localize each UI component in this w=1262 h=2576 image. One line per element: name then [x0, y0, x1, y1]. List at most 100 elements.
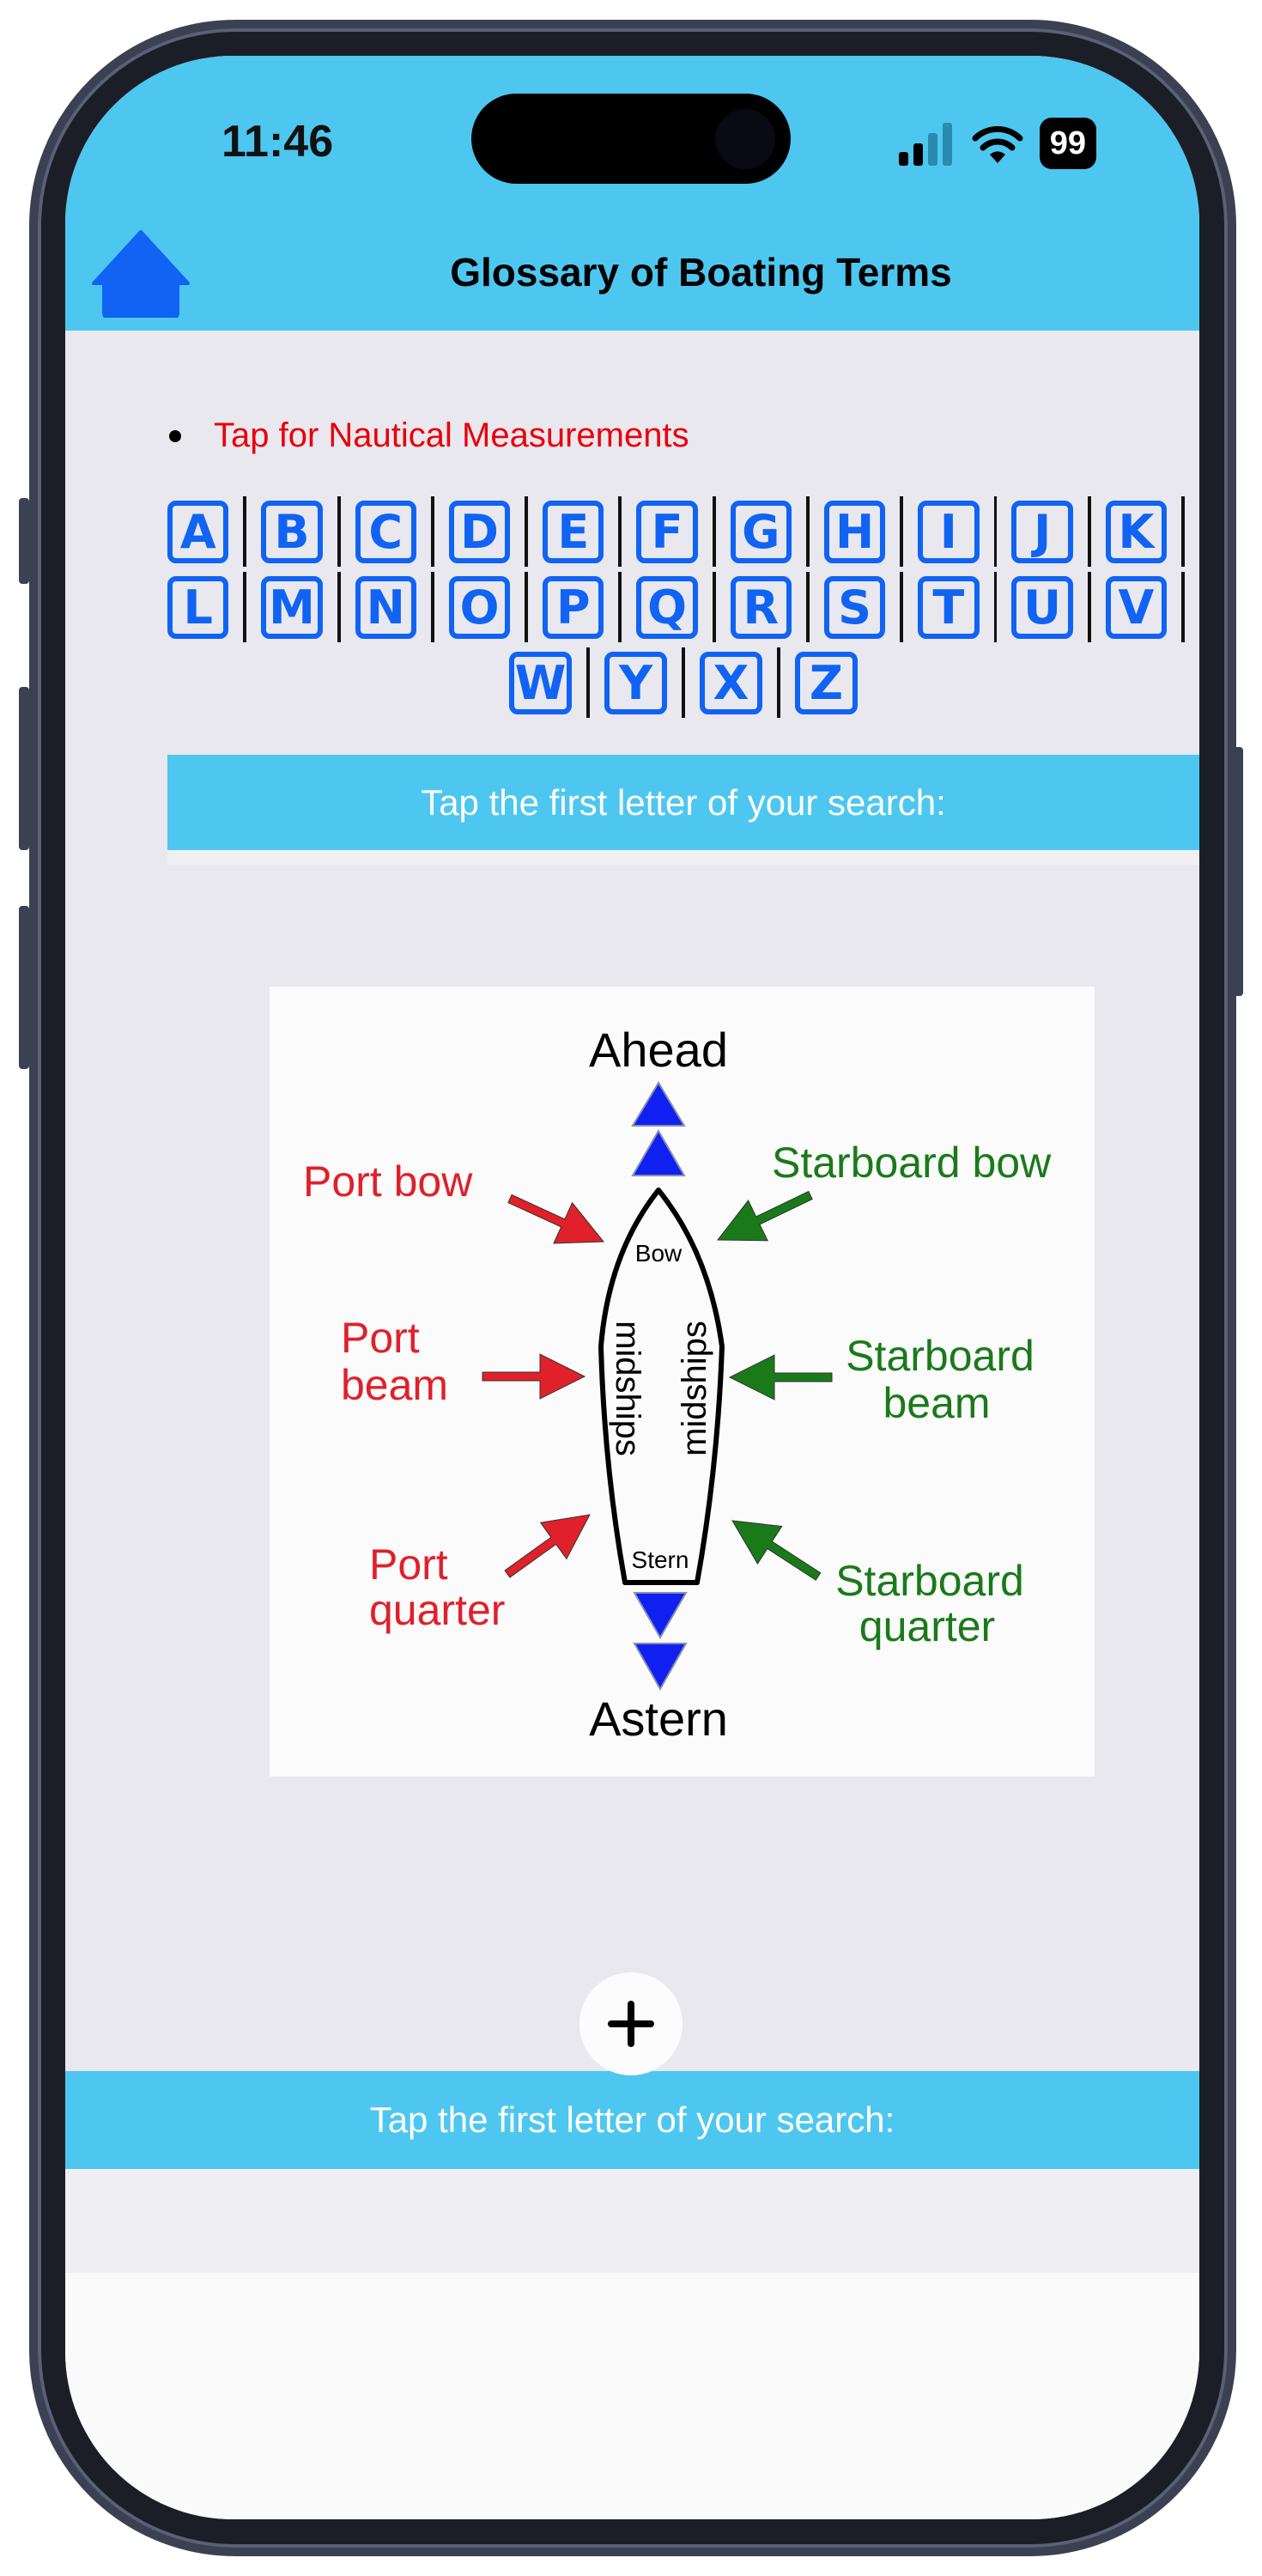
separator [586, 647, 590, 718]
separator [618, 572, 622, 642]
letter-button-h[interactable]: H [823, 500, 886, 563]
separator [806, 496, 810, 567]
letter-button-f[interactable]: F [636, 500, 698, 563]
letter-button-r[interactable]: R [730, 575, 792, 639]
separator [243, 572, 247, 642]
dynamic-island [471, 94, 791, 184]
stern-label: Stern [632, 1546, 689, 1573]
home-icon[interactable] [92, 230, 191, 318]
status-icons: 99 [898, 118, 1096, 169]
port-beam-label: Port [341, 1314, 420, 1362]
separator [993, 496, 998, 567]
ahead-label: Ahead [589, 1023, 728, 1077]
battery-icon: 99 [1039, 118, 1096, 169]
port-quarter-label: quarter [369, 1586, 505, 1634]
page-title: Glossary of Boating Terms [450, 250, 952, 295]
separator [243, 496, 247, 567]
separator [1181, 572, 1185, 642]
astern-label: Astern [589, 1692, 728, 1746]
letter-button-m[interactable]: M [261, 575, 323, 639]
port-beam-arrow-icon [482, 1353, 586, 1400]
measurements-link[interactable]: Tap for Nautical Measurements [214, 416, 689, 454]
letter-button-n[interactable]: N [355, 575, 416, 639]
volume-up-button [19, 687, 29, 850]
separator [337, 572, 341, 642]
letter-button-z[interactable]: Z [795, 651, 858, 714]
port-bow-label: Port bow [303, 1157, 473, 1206]
down-triangle-icon [633, 1592, 688, 1640]
separator [900, 496, 904, 567]
letter-button-p[interactable]: P [543, 575, 604, 639]
wifi-icon [972, 125, 1023, 163]
power-button [1233, 747, 1243, 996]
letter-button-i[interactable]: I [918, 500, 980, 563]
port-beam-label: beam [341, 1361, 448, 1409]
up-triangle-icon [631, 1081, 686, 1127]
letter-button-t[interactable]: T [918, 575, 980, 639]
separator [1087, 496, 1091, 567]
starboard-bow-arrow-icon [716, 1190, 813, 1242]
letter-button-u[interactable]: U [1011, 575, 1073, 639]
starboard-quarter-arrow-icon [731, 1520, 822, 1581]
starboard-beam-arrow-icon [728, 1354, 833, 1400]
letter-button-y[interactable]: Y [604, 651, 667, 714]
separator [525, 496, 529, 567]
separator [618, 496, 622, 567]
separator [806, 572, 810, 642]
bottom-search-banner: Tap the first letter of your search: [65, 2071, 1199, 2169]
plus-icon [608, 2001, 654, 2047]
letter-button-j[interactable]: J [1011, 500, 1073, 563]
letter-button-l[interactable]: L [167, 575, 229, 639]
home-indicator-area [65, 2273, 1199, 2519]
starboard-quarter-label: quarter [859, 1602, 995, 1650]
separator [682, 647, 685, 718]
letter-button-k[interactable]: K [1105, 500, 1168, 563]
letter-button-w[interactable]: W [509, 651, 572, 714]
letter-button-q[interactable]: Q [636, 575, 698, 639]
boat-hull [598, 1188, 725, 1585]
separator [777, 647, 780, 718]
down-triangle-icon [633, 1643, 688, 1692]
letter-button-o[interactable]: O [448, 575, 511, 639]
add-button[interactable] [579, 1972, 683, 2075]
starboard-beam-label: Starboard [846, 1332, 1034, 1380]
letter-button-x[interactable]: X [700, 651, 762, 714]
separator [993, 572, 998, 642]
letter-button-b[interactable]: B [261, 500, 323, 563]
letter-button-a[interactable]: A [167, 500, 229, 563]
midships-label-starboard: midships [676, 1321, 713, 1456]
starboard-bow-label: Starboard bow [772, 1139, 1052, 1187]
letter-button-d[interactable]: D [448, 500, 511, 563]
separator [430, 496, 434, 567]
status-time: 11:46 [221, 117, 334, 167]
letter-button-v[interactable]: V [1105, 575, 1168, 639]
letter-button-c[interactable]: C [355, 500, 416, 563]
signal-icon [898, 123, 952, 166]
separator [430, 572, 434, 642]
separator [712, 496, 716, 567]
divider [167, 850, 1199, 865]
separator [525, 572, 529, 642]
separator [1181, 496, 1185, 567]
action-button [19, 498, 29, 584]
separator [1087, 572, 1091, 642]
separator [337, 496, 341, 567]
search-banner: Tap the first letter of your search: [167, 755, 1199, 850]
starboard-beam-label: beam [883, 1379, 990, 1427]
separator [712, 572, 716, 642]
letter-button-s[interactable]: S [823, 575, 886, 639]
starboard-quarter-label: Starboard [835, 1557, 1024, 1605]
letter-button-g[interactable]: G [730, 500, 792, 563]
port-quarter-arrow-icon [504, 1514, 591, 1578]
up-triangle-icon [631, 1128, 686, 1176]
measurements-link-item[interactable]: Tap for Nautical Measurements [169, 416, 689, 455]
port-quarter-label: Port [369, 1540, 448, 1589]
bow-label: Bow [635, 1240, 683, 1267]
letter-button-e[interactable]: E [543, 500, 604, 563]
port-bow-arrow-icon [507, 1194, 605, 1244]
